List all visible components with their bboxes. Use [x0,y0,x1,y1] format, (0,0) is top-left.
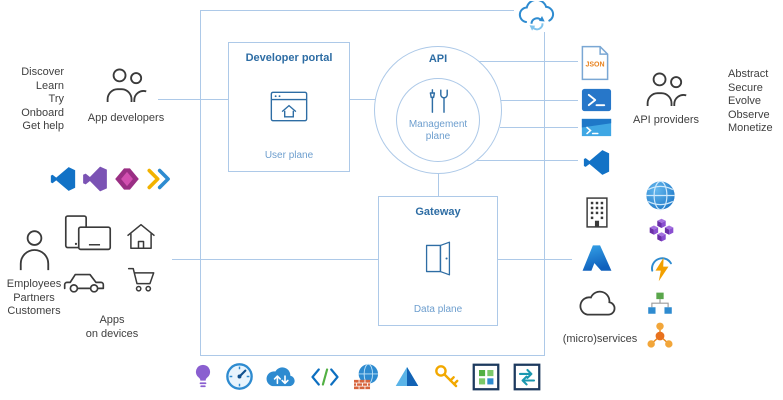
consumers-employees: Employees [6,278,62,290]
action-onboard: Onboard [21,106,64,119]
system-boundary-box [200,10,545,356]
dev-tools-row [50,166,172,197]
action-try: Try [48,93,64,105]
connector-api-to-cli [500,127,578,128]
app-developers-people-icon [102,64,150,106]
developer-portal-title: Developer portal [245,52,333,64]
hierarchy-icon [645,289,675,319]
lightning-icon [648,251,676,287]
consumers-label: Employees Partners Customers [2,278,66,319]
data-plane-label: Data plane [413,304,463,315]
provider-actions-list: Abstract Secure Evolve Observe Monetize [728,68,780,136]
json-text: JSON [585,62,604,69]
lightbulb-icon [193,363,213,395]
cloud-arrows-icon [265,365,297,393]
key-icon [433,363,460,395]
grid-frame-icon [472,363,500,396]
cloud-sync-icon [514,0,560,32]
consumers-partners: Partners [13,291,55,304]
car-icon [60,266,108,296]
apps-label-line1: Apps [99,314,125,326]
json-file-icon: JSON [580,44,610,82]
cloud-icon [576,288,620,318]
molecule-icon [644,320,676,352]
arrows-frame-icon [513,363,541,396]
api-title: API [428,53,448,65]
app-developers-label: App developers [87,112,165,124]
devices-icon [62,212,114,258]
connector-gateway-to-services [498,259,572,260]
pyramid-icon [394,365,420,393]
connector-api-to-vscode [477,160,578,161]
action-observe: Observe [728,108,770,121]
action-evolve: Evolve [728,95,762,107]
globe-firewall-icon [353,363,382,395]
apps-label-line2: on devices [85,327,139,340]
connector-api-to-gateway [438,174,439,196]
api-providers-label: API providers [632,114,700,126]
apps-on-devices-label: Apps on devices [72,314,152,341]
tools-icon [425,87,451,115]
bottom-services-row [193,360,541,398]
globe-icon [644,179,676,211]
developer-portal-box: Developer portal User plane [228,42,350,172]
consumers-customers: Customers [7,305,61,317]
management-plane-label: Management plane [408,119,468,142]
action-discover: Discover [21,66,64,78]
chevrons-icon [146,166,172,197]
vscode-icon [50,166,76,197]
person-icon [16,226,52,274]
connector-apps-to-gateway [172,259,378,260]
power-apps-icon [114,167,140,196]
action-abstract: Abstract [728,68,769,80]
powershell-icon [580,88,612,112]
house-icon [124,218,158,254]
action-secure: Secure [728,81,763,94]
shopping-cart-icon [126,262,158,296]
microservices-label: (micro)services [562,333,638,345]
action-monetize: Monetize [728,122,773,134]
code-brackets-icon [310,366,340,393]
azure-icon [580,241,614,274]
developer-actions-list: Discover Learn Try Onboard Get help [8,66,64,134]
action-get-help: Get help [22,120,64,132]
cubes-icon [646,215,676,245]
open-door-icon [423,241,454,281]
cli-icon [580,116,612,138]
gauge-icon [225,363,253,395]
connector-api-to-json [479,61,578,62]
connector-portal-to-api [350,99,376,100]
browser-window-icon [270,91,308,127]
building-icon [582,192,612,232]
connector-developers-to-portal [158,99,228,100]
gateway-title: Gateway [415,206,461,218]
connector-api-to-powershell [501,100,578,101]
gateway-box: Gateway Data plane [378,196,498,326]
api-providers-people-icon [642,68,690,110]
visual-studio-icon [82,166,108,197]
user-plane-label: User plane [264,150,314,161]
vscode-icon [582,148,610,176]
management-plane-circle [396,78,480,162]
action-learn: Learn [35,79,64,92]
